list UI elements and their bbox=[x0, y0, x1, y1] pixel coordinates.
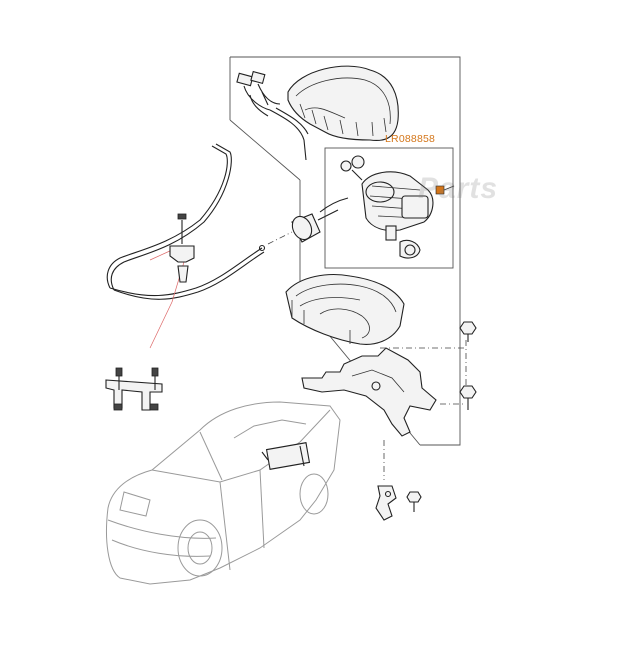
fasteners bbox=[380, 321, 477, 410]
air-compressor bbox=[340, 155, 455, 259]
compressor-cover bbox=[287, 65, 399, 142]
lower-bracket bbox=[375, 440, 422, 521]
pipe-clip bbox=[169, 213, 195, 283]
vehicle-outline bbox=[106, 401, 341, 585]
part-number-label: LR088858 bbox=[385, 133, 436, 145]
wiring-harness bbox=[236, 70, 309, 161]
watermark-text: Parts bbox=[418, 172, 499, 205]
inline-filter bbox=[267, 197, 349, 245]
air-pipe bbox=[106, 143, 266, 300]
mounting-bracket bbox=[301, 347, 437, 437]
side-bracket bbox=[105, 367, 163, 411]
compressor-tray bbox=[285, 274, 405, 345]
